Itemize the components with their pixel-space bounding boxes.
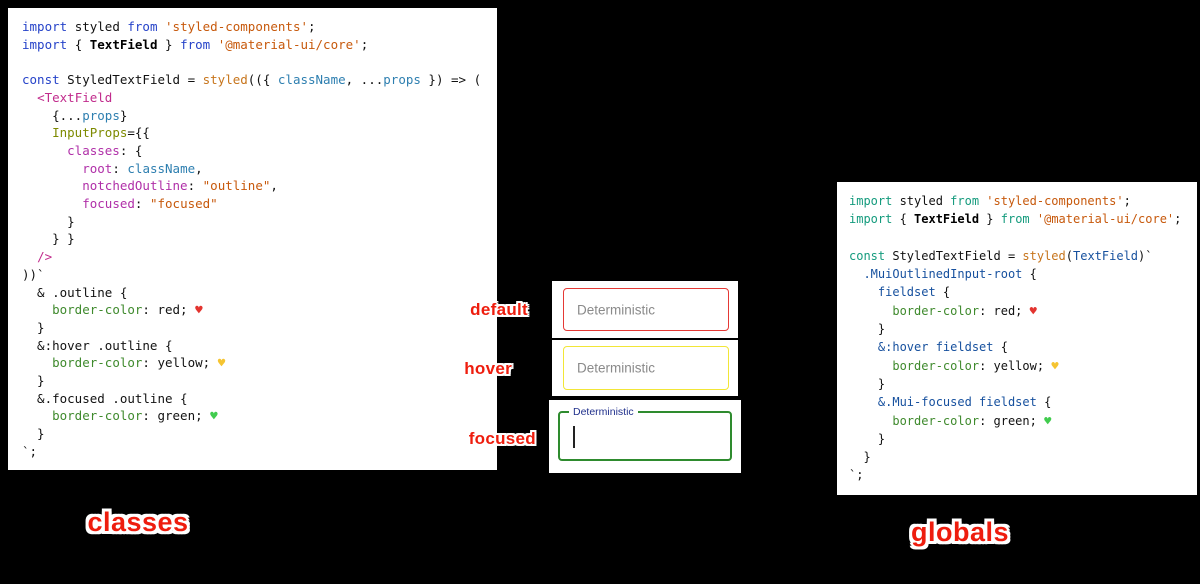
code-line: import styled from 'styled-components'; [22, 19, 316, 34]
textfield-focused-label: Deterministic [569, 406, 638, 418]
code-line [849, 229, 1185, 247]
textfield-default[interactable]: Deterministic [563, 288, 729, 331]
code-line: `; [849, 468, 864, 483]
code-line: <TextField [37, 89, 113, 105]
code-line: classes: { [67, 142, 143, 158]
state-label-focused: focused [468, 429, 536, 448]
code-line: `; [22, 443, 38, 459]
caption-classes: classes [87, 507, 189, 537]
code-line: } [22, 426, 45, 442]
textfield-hover-label: Deterministic [577, 360, 656, 376]
code-line: &.focused .outline { [22, 390, 188, 406]
textfield-default-label: Deterministic [577, 302, 656, 317]
code-line: } [849, 376, 886, 391]
code-line: border-color: yellow; ♥ [52, 355, 226, 371]
caption-globals: globals [910, 517, 1009, 547]
code-line: border-color: red; ♥ [52, 302, 203, 318]
code-line: border-color: green; ♥ [892, 413, 1052, 428]
code-line: } [22, 213, 75, 229]
code-line: border-color: yellow; ♥ [892, 358, 1059, 373]
text-cursor [573, 426, 575, 448]
textfield-card-default: Deterministic [552, 281, 738, 338]
textfield-card-hover: Deterministic [552, 340, 738, 396]
code-line: /> [37, 249, 53, 265]
code-line: import { TextField } from '@material-ui/… [849, 212, 1182, 227]
code-line: } [849, 322, 886, 337]
code-line: {...props} [22, 107, 128, 123]
code-line: focused: "focused" [82, 196, 218, 212]
code-line: &.Mui-focused fieldset { [877, 395, 1052, 410]
code-line: ))` [22, 266, 45, 282]
code-line: &:hover fieldset { [877, 340, 1008, 355]
code-line: border-color: red; ♥ [892, 303, 1037, 318]
code-line: import styled from 'styled-components'; [849, 194, 1131, 208]
code-line: notchedOutline: "outline", [82, 178, 278, 194]
textfield-focused[interactable]: Deterministic [558, 406, 732, 461]
globals-code-block: import styled from 'styled-components'; i… [837, 182, 1197, 495]
code-line: const StyledTextField = styled(({ classN… [22, 72, 482, 88]
code-line: .MuiOutlinedInput-root { [863, 267, 1037, 282]
code-line [22, 53, 483, 71]
textfield-hover[interactable]: Deterministic [563, 346, 729, 390]
code-line: } [22, 373, 45, 389]
classes-code-block: import styled from 'styled-components'; i… [8, 8, 497, 470]
code-line: &:hover .outline { [22, 337, 173, 353]
code-line: } } [22, 231, 75, 247]
textfield-card-focused: Deterministic [549, 400, 741, 473]
code-line: } [849, 431, 886, 446]
code-line: const StyledTextField = styled(TextField… [849, 248, 1153, 263]
code-line: } [22, 319, 45, 335]
code-line: import { TextField } from '@material-ui/… [22, 36, 369, 52]
state-label-hover: hover [464, 359, 512, 378]
code-line: } [849, 450, 871, 465]
code-line: border-color: green; ♥ [52, 408, 218, 424]
state-label-default: default [470, 300, 528, 319]
code-line: InputProps={{ [52, 125, 150, 141]
code-line: & .outline { [22, 284, 128, 300]
code-line: root: className, [82, 160, 203, 176]
code-line: fieldset { [877, 285, 951, 300]
